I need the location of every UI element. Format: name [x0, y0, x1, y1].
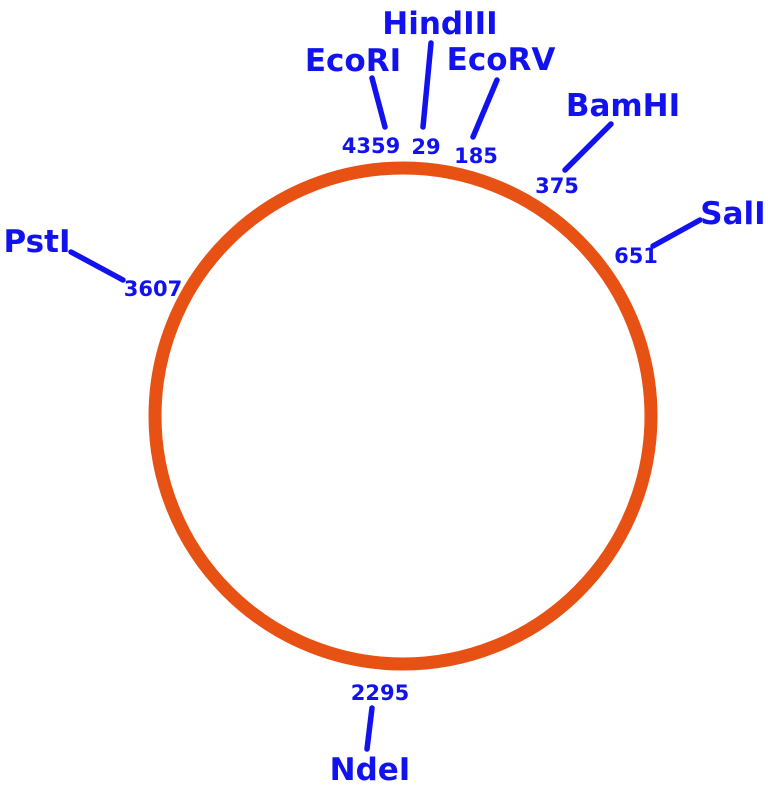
enzyme-label-ecori: EcoRI	[305, 43, 401, 79]
position-label-ecorv: 185	[454, 144, 498, 168]
leader-line-psti	[68, 249, 126, 283]
enzyme-label-bamhi: BamHI	[566, 88, 680, 124]
leader-line-sali	[650, 217, 703, 249]
enzyme-label-hindiii: HindIII	[382, 6, 497, 42]
position-label-psti: 3607	[124, 277, 182, 301]
enzyme-label-psti: PstI	[4, 224, 71, 260]
leader-line-ndei	[364, 705, 375, 752]
enzyme-label-ecorv: EcoRV	[447, 42, 556, 78]
enzyme-label-sali: SalI	[700, 196, 765, 232]
position-label-ndei: 2295	[351, 681, 409, 705]
leader-line-bamhi	[562, 121, 614, 173]
plasmid-backbone-circle	[148, 161, 658, 671]
enzyme-label-ndei: NdeI	[330, 752, 411, 788]
leader-line-ecorv	[470, 77, 500, 140]
leader-line-hindiii	[420, 40, 434, 130]
position-label-ecori: 4359	[342, 134, 400, 158]
position-label-sali: 651	[614, 244, 658, 268]
position-label-bamhi: 375	[535, 174, 579, 198]
leader-line-ecori	[369, 75, 388, 130]
position-label-hindiii: 29	[411, 135, 440, 159]
